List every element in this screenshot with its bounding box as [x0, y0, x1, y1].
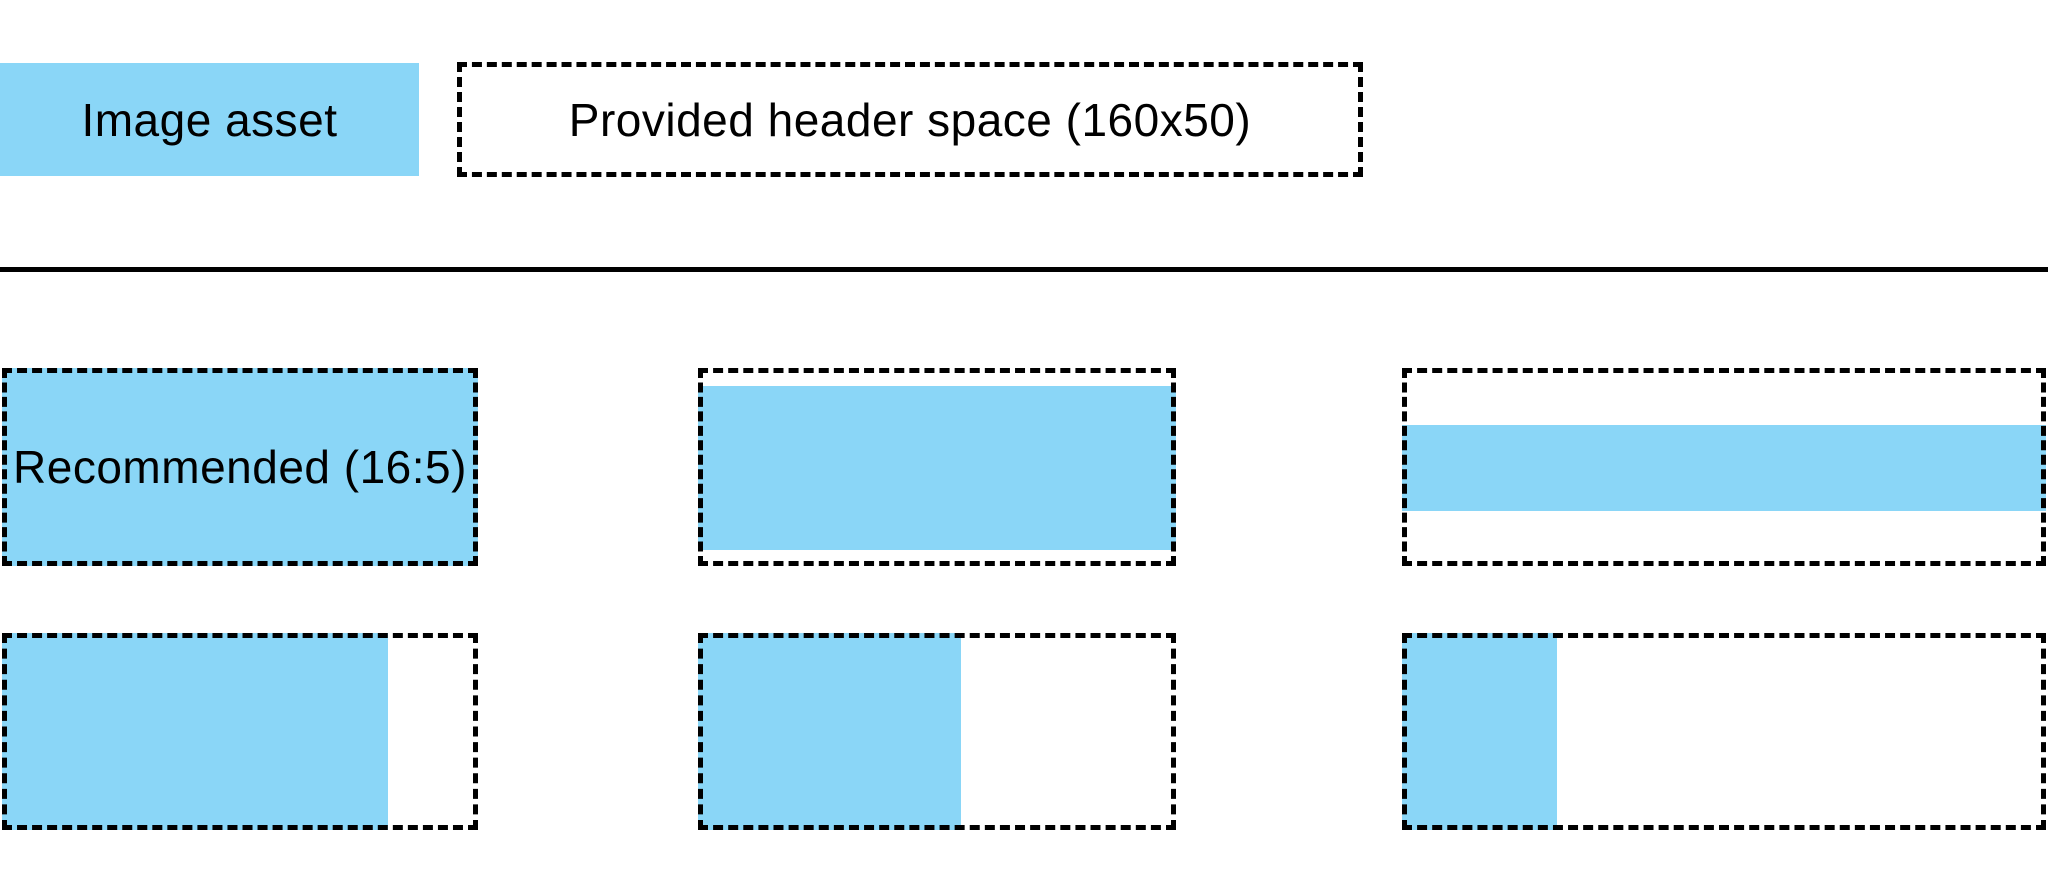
- header-space-outline: [2, 368, 478, 566]
- image-asset-fill: [698, 633, 961, 830]
- demo-left-aligned-81-percent: [2, 633, 478, 830]
- section-divider-rule: [0, 267, 2048, 272]
- demo-left-aligned-24-percent: [1402, 633, 2046, 830]
- image-asset-fill: [1402, 633, 1557, 830]
- legend-image-asset-label: Image asset: [81, 93, 338, 146]
- header-space-outline: [698, 368, 1176, 566]
- image-asset-fill: [698, 385, 1176, 551]
- recommended-label: Recommended (16:5): [13, 441, 467, 493]
- legend-image-asset-swatch: Image asset: [0, 63, 419, 176]
- demo-recommended-16-5: Recommended (16:5): [2, 368, 478, 566]
- image-asset-fill: [2, 368, 478, 566]
- demo-full-width-shorter: [698, 368, 1176, 566]
- header-space-outline: [1402, 368, 2046, 566]
- legend-header-space-label: Provided header space (160x50): [568, 93, 1252, 146]
- legend-header-space-box: Provided header space (160x50): [457, 62, 1363, 177]
- image-asset-fill: [2, 633, 388, 830]
- header-space-outline: [1402, 633, 2046, 830]
- image-asset-fill: [1402, 425, 2046, 511]
- header-space-outline: [2, 633, 478, 830]
- header-space-outline: [698, 633, 1176, 830]
- demo-left-aligned-55-percent: [698, 633, 1176, 830]
- demo-full-width-thin-band: [1402, 368, 2046, 566]
